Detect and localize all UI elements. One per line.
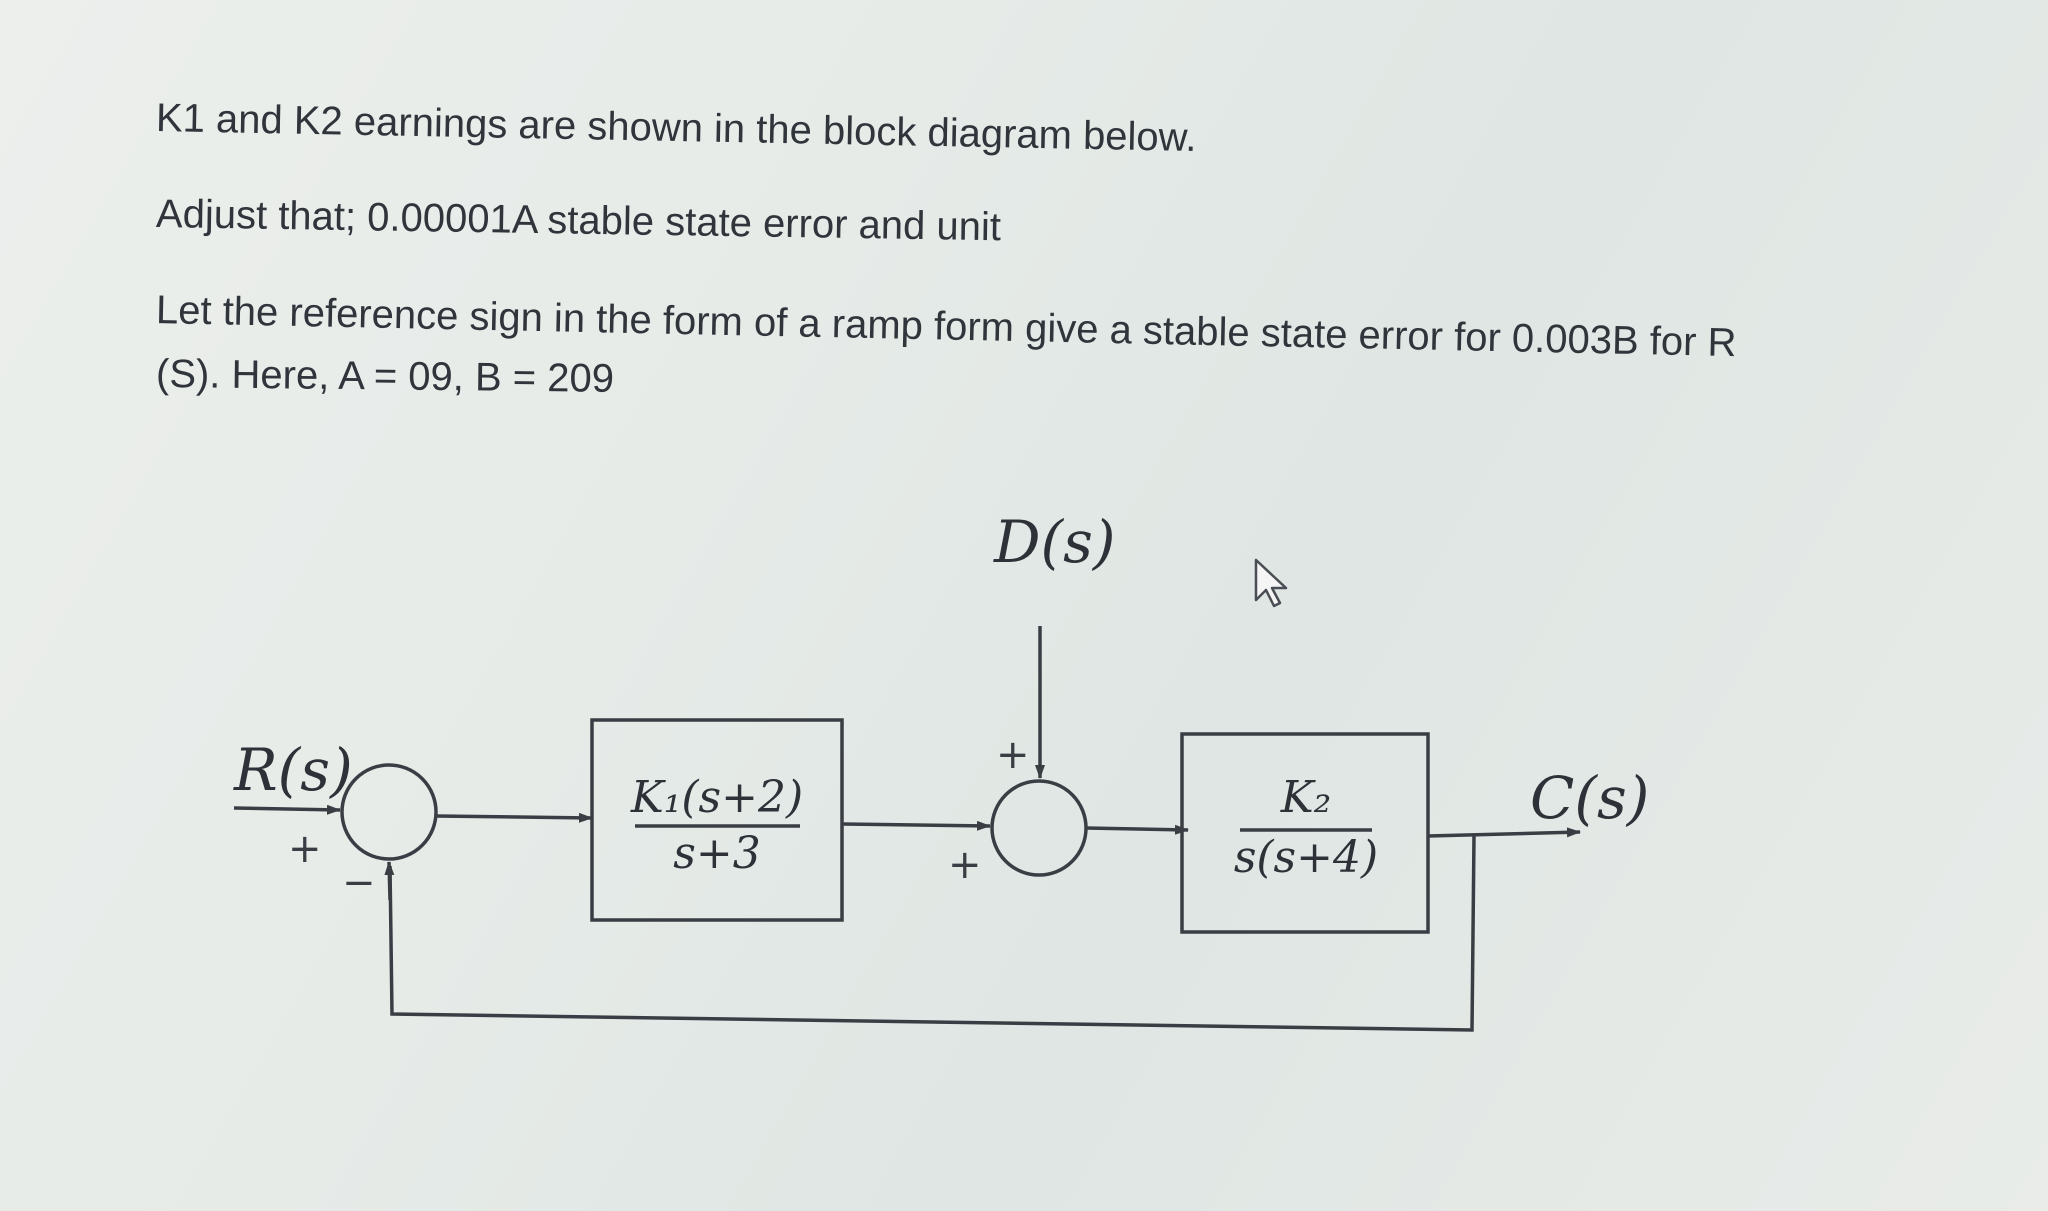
mouse-cursor-icon: [1254, 558, 1288, 608]
summing-junction-2: [990, 779, 1088, 877]
disturbance-label: D(s): [993, 508, 1116, 576]
sum1-plus-sign: +: [288, 826, 322, 872]
sum1-minus-sign: −: [342, 860, 376, 906]
sum2-plus-top-sign: +: [996, 732, 1030, 778]
plant-block: [1180, 732, 1430, 934]
block1-numerator: K₁(s+2): [630, 772, 803, 823]
input-label: R(s): [233, 736, 353, 804]
input-arrow: [233, 804, 341, 815]
controller-block: [590, 718, 844, 922]
feedback-path: [388, 835, 1476, 1032]
summing-junction-1: [340, 763, 438, 861]
output-arrow: [1427, 827, 1581, 838]
sum2-plus-left-sign: +: [948, 842, 982, 888]
block2-numerator: K₂: [1280, 772, 1332, 823]
feedback-arrow: [384, 861, 395, 901]
arrow-sum2-to-block2: [1085, 824, 1189, 835]
block1-denominator: s+3: [673, 828, 760, 879]
arrow-block1-to-sum2: [841, 820, 991, 831]
arrow-sum1-to-block1: [435, 812, 593, 823]
block2-denominator: s(s+4): [1234, 832, 1378, 883]
output-label: C(s): [1530, 764, 1649, 832]
